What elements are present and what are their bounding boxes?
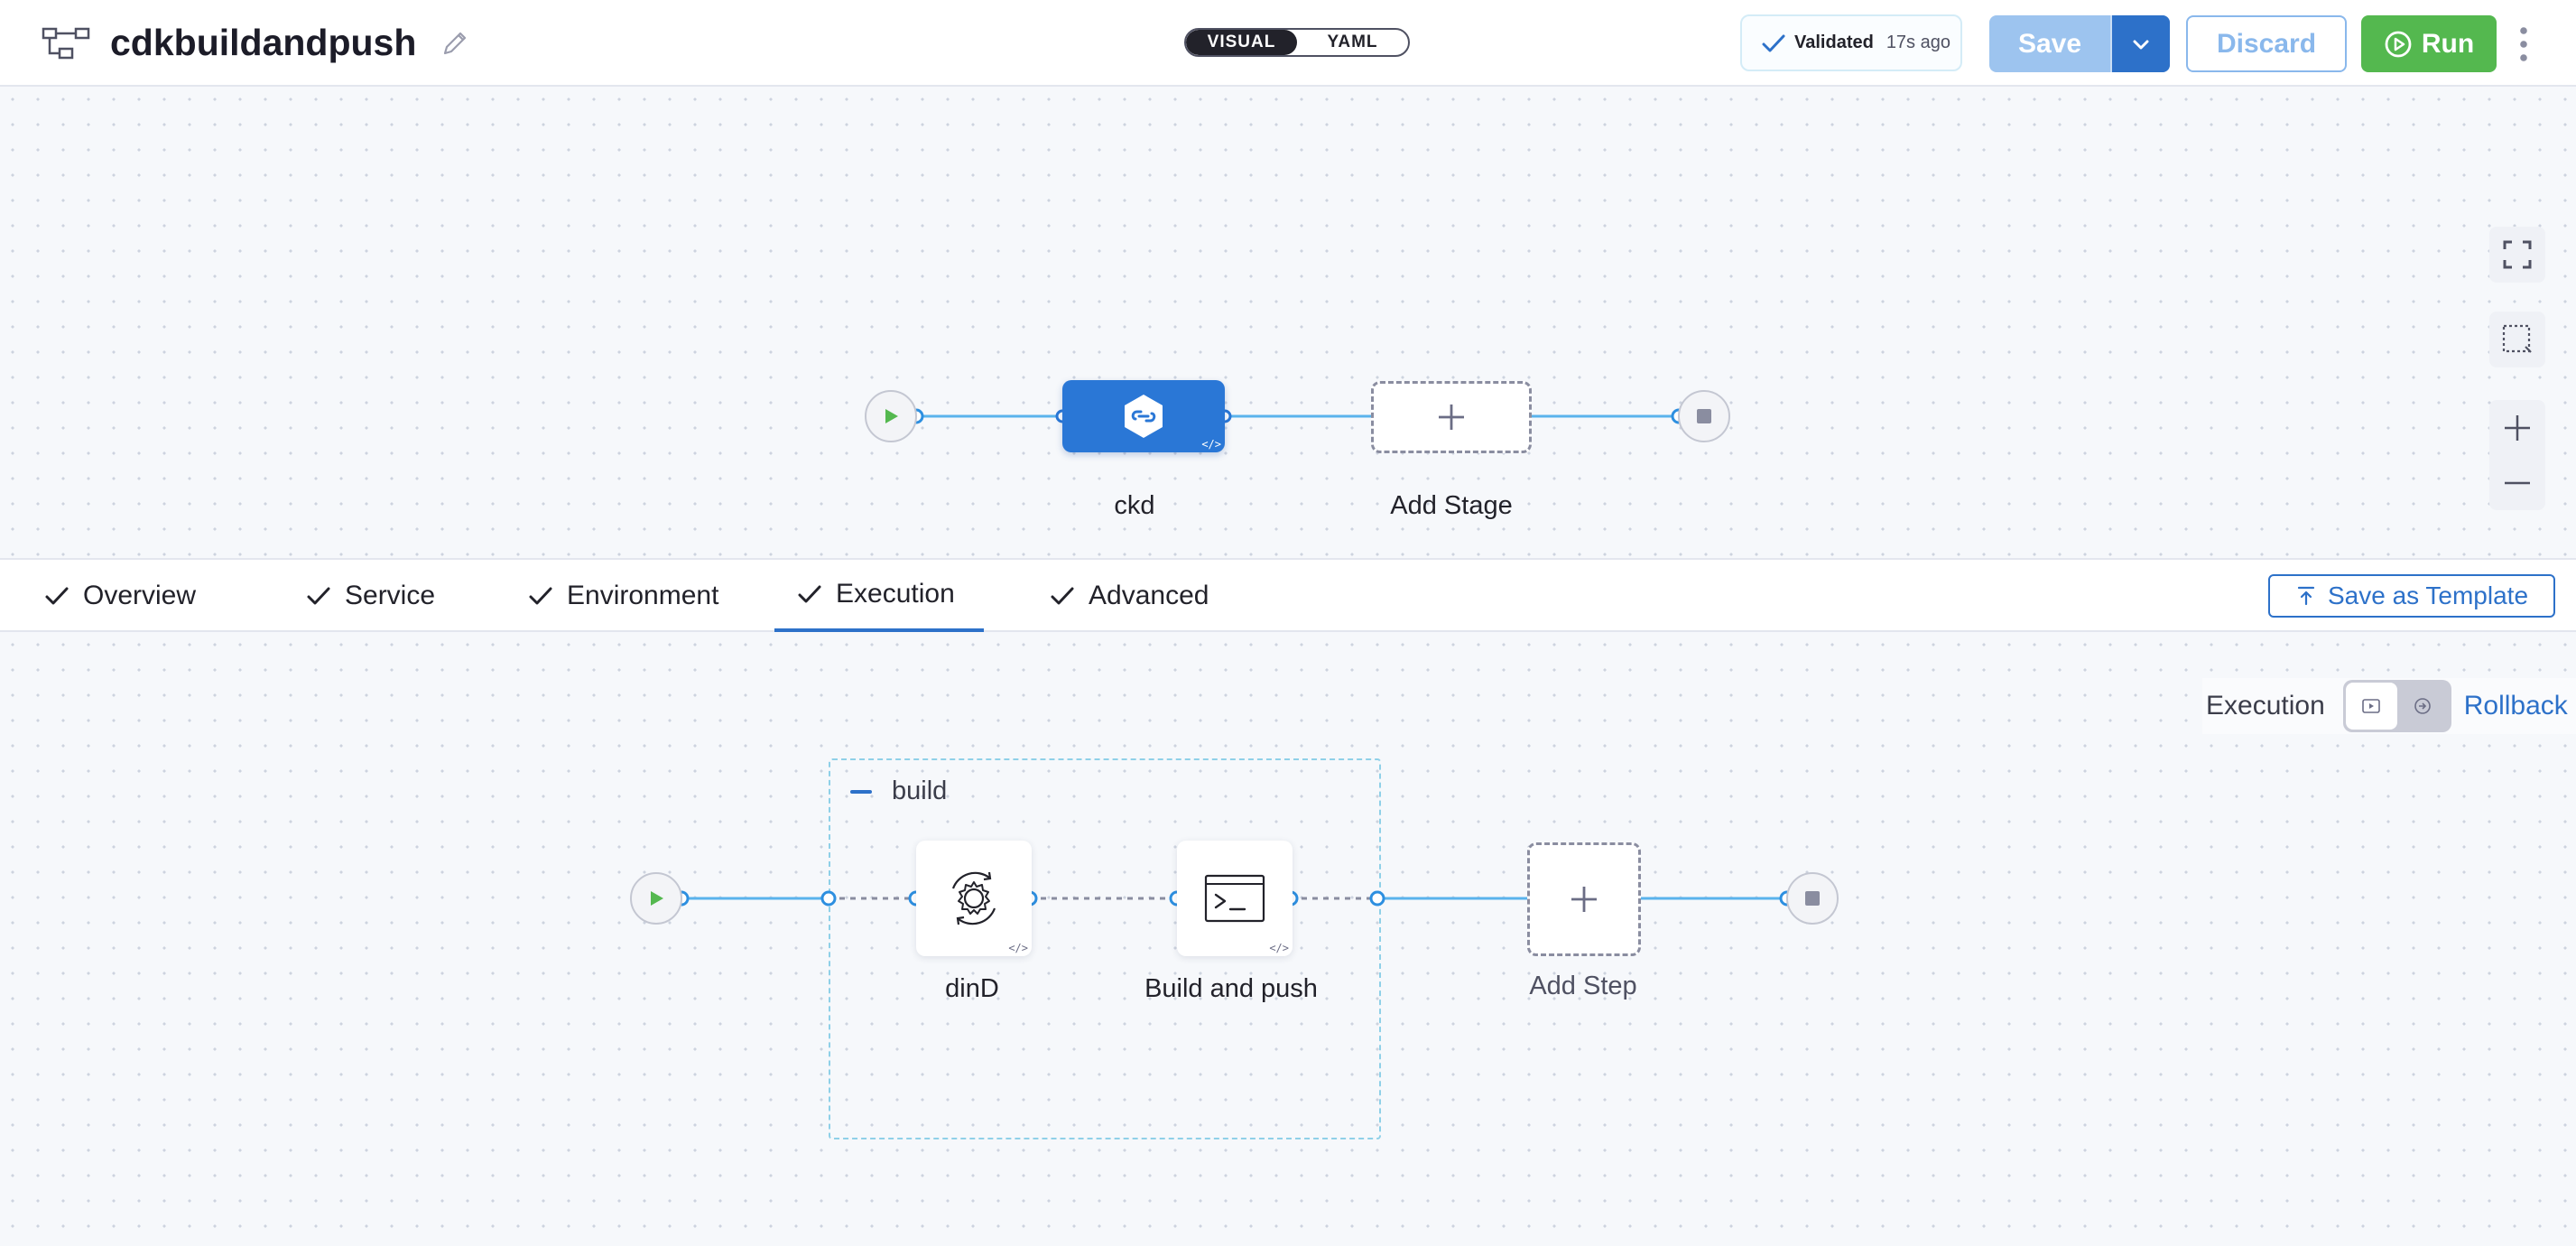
run-button[interactable]: Run xyxy=(2361,15,2497,72)
terminal-icon xyxy=(1204,874,1265,923)
yaml-tab[interactable]: YAML xyxy=(1327,33,1378,51)
plus-icon xyxy=(1571,887,1597,912)
run-label: Run xyxy=(2421,28,2475,59)
check-icon xyxy=(529,587,552,605)
play-icon xyxy=(651,891,663,906)
add-stage-button[interactable] xyxy=(1371,381,1532,453)
add-step-label: Add Step xyxy=(1529,972,1637,1000)
step-group-name: build xyxy=(892,776,948,805)
step-node-build-and-push[interactable]: </> xyxy=(1177,841,1293,956)
discard-button[interactable]: Discard xyxy=(2186,15,2347,72)
plus-icon xyxy=(2505,414,2530,441)
execution-rollback-toggle[interactable] xyxy=(2342,680,2451,732)
rollback-icon xyxy=(2414,698,2432,714)
tab-execution[interactable]: Execution xyxy=(774,560,984,632)
yaml-code-icon: </> xyxy=(1008,942,1028,954)
execution-view-option[interactable] xyxy=(2345,683,2397,730)
pipeline-header: cdkbuildandpush VISUAL YAML Validated 17… xyxy=(0,0,2576,87)
stage-tabs: Overview Service Environment Execution A… xyxy=(0,558,2576,632)
check-icon xyxy=(798,585,821,603)
minus-icon xyxy=(2505,481,2530,484)
save-as-template-button[interactable]: Save as Template xyxy=(2268,574,2555,618)
save-button-group[interactable]: Save xyxy=(1989,15,2170,72)
check-icon xyxy=(1762,34,1785,51)
check-icon xyxy=(307,587,330,605)
stop-icon xyxy=(1805,891,1820,906)
play-icon xyxy=(885,409,898,423)
tab-advanced[interactable]: Advanced xyxy=(1049,560,1209,632)
selection-icon xyxy=(2502,324,2532,353)
execution-icon xyxy=(2362,699,2381,713)
zoom-controls xyxy=(2489,400,2545,510)
execution-rollback-switch: Execution Rollback xyxy=(2202,678,2576,734)
tab-label: Environment xyxy=(567,581,719,610)
tab-environment[interactable]: Environment xyxy=(527,560,718,632)
add-step-button[interactable] xyxy=(1527,842,1641,956)
zoom-out-button[interactable] xyxy=(2489,455,2545,510)
rollback-view-label[interactable]: Rollback xyxy=(2463,691,2568,721)
pencil-icon[interactable] xyxy=(439,27,471,60)
upload-icon xyxy=(2297,586,2315,606)
add-stage-label: Add Stage xyxy=(1390,491,1513,520)
save-button[interactable]: Save xyxy=(2017,28,2082,59)
selection-button[interactable] xyxy=(2489,312,2545,367)
validated-time: 17s ago xyxy=(1886,33,1951,52)
pipeline-start-node xyxy=(865,390,917,442)
collapse-group-icon[interactable] xyxy=(850,789,872,794)
save-options-button[interactable] xyxy=(2110,15,2170,72)
step-group-build[interactable]: build xyxy=(829,758,1381,1139)
step-node-dind[interactable]: </> xyxy=(916,841,1032,956)
yaml-code-icon: </> xyxy=(1201,438,1221,451)
validation-status[interactable]: Validated 17s ago xyxy=(1740,14,1962,71)
tab-label: Service xyxy=(345,581,436,610)
step-name: Build and push xyxy=(1144,974,1318,1003)
validated-label: Validated xyxy=(1794,33,1874,52)
pipeline-stage-canvas[interactable] xyxy=(0,87,2576,558)
play-circle-icon xyxy=(2385,31,2412,57)
tab-overview[interactable]: Overview xyxy=(43,560,196,632)
visual-tab[interactable]: VISUAL xyxy=(1186,30,1297,55)
yaml-code-icon: </> xyxy=(1269,942,1289,954)
step-name: dinD xyxy=(945,974,999,1003)
execution-end-node xyxy=(1786,872,1839,925)
gear-sync-icon xyxy=(951,871,996,925)
chevron-down-icon xyxy=(2133,40,2149,49)
stage-node-ckd[interactable]: </> xyxy=(1062,380,1225,452)
pipeline-end-node xyxy=(1678,390,1730,442)
deploy-stage-icon xyxy=(1125,395,1163,438)
stage-name: ckd xyxy=(1114,491,1155,520)
plus-icon xyxy=(1439,404,1464,430)
fit-to-screen-button[interactable] xyxy=(2489,227,2545,283)
execution-view-label[interactable]: Execution xyxy=(2206,691,2325,721)
save-as-template-label: Save as Template xyxy=(2327,581,2529,609)
tab-label: Overview xyxy=(83,581,197,610)
check-icon xyxy=(1051,587,1074,605)
check-icon xyxy=(45,587,69,605)
kebab-menu-icon[interactable] xyxy=(2515,23,2533,65)
step-group-header: build xyxy=(850,776,947,806)
tab-label: Execution xyxy=(836,579,955,609)
zoom-in-button[interactable] xyxy=(2489,400,2545,455)
pipeline-title: cdkbuildandpush xyxy=(110,22,417,63)
execution-start-node xyxy=(630,872,682,925)
rollback-view-option[interactable] xyxy=(2397,683,2449,730)
fit-to-screen-icon xyxy=(2503,240,2532,269)
pipeline-icon xyxy=(42,27,90,60)
view-mode-toggle[interactable]: VISUAL YAML xyxy=(1184,28,1410,57)
stop-icon xyxy=(1697,409,1711,423)
tab-service[interactable]: Service xyxy=(305,560,435,632)
tab-label: Advanced xyxy=(1089,581,1209,610)
